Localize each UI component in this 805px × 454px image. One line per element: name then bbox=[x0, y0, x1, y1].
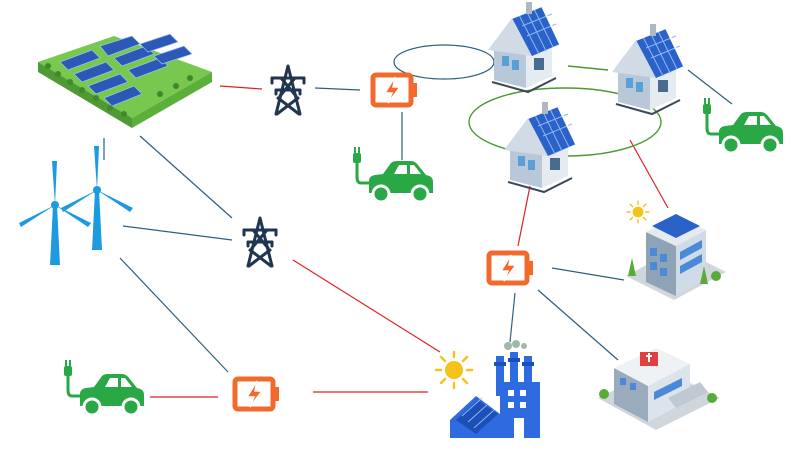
line-battery-hospital bbox=[537, 289, 619, 361]
house-solar-icon bbox=[503, 101, 577, 193]
line-battery-factory2 bbox=[509, 292, 516, 343]
line-house-battery bbox=[517, 185, 531, 247]
sun-icon bbox=[434, 350, 474, 390]
line-turbine-battery bbox=[119, 257, 229, 373]
battery-icon bbox=[489, 253, 533, 283]
line-solarfarm-tower bbox=[219, 85, 263, 90]
line-tower-battery bbox=[314, 87, 361, 91]
solar-farm-icon bbox=[38, 33, 212, 128]
electric-car-icon bbox=[701, 96, 785, 155]
house-solar-icon bbox=[487, 1, 561, 93]
wind-turbine-icon bbox=[61, 146, 133, 250]
line-house-car bbox=[687, 69, 733, 105]
office-building-icon bbox=[626, 200, 726, 300]
transmission-tower-icon bbox=[242, 216, 278, 268]
hospital-icon bbox=[598, 348, 720, 430]
factory-icon bbox=[434, 340, 540, 438]
line-solarfarm-tower2 bbox=[139, 135, 233, 219]
line-battery-office bbox=[551, 267, 625, 281]
line-house-house bbox=[567, 65, 609, 71]
electric-car-icon bbox=[62, 358, 146, 417]
electric-car-icon bbox=[351, 145, 435, 204]
house-solar-icon bbox=[611, 23, 685, 115]
line-turbine-tower2 bbox=[122, 225, 233, 241]
wind-turbine-icon bbox=[19, 161, 91, 265]
battery-icon bbox=[373, 75, 417, 105]
line-grid-office bbox=[629, 139, 669, 209]
battery-icon bbox=[235, 379, 279, 409]
transmission-tower-icon bbox=[270, 64, 306, 116]
line-tower-factory bbox=[292, 259, 441, 353]
